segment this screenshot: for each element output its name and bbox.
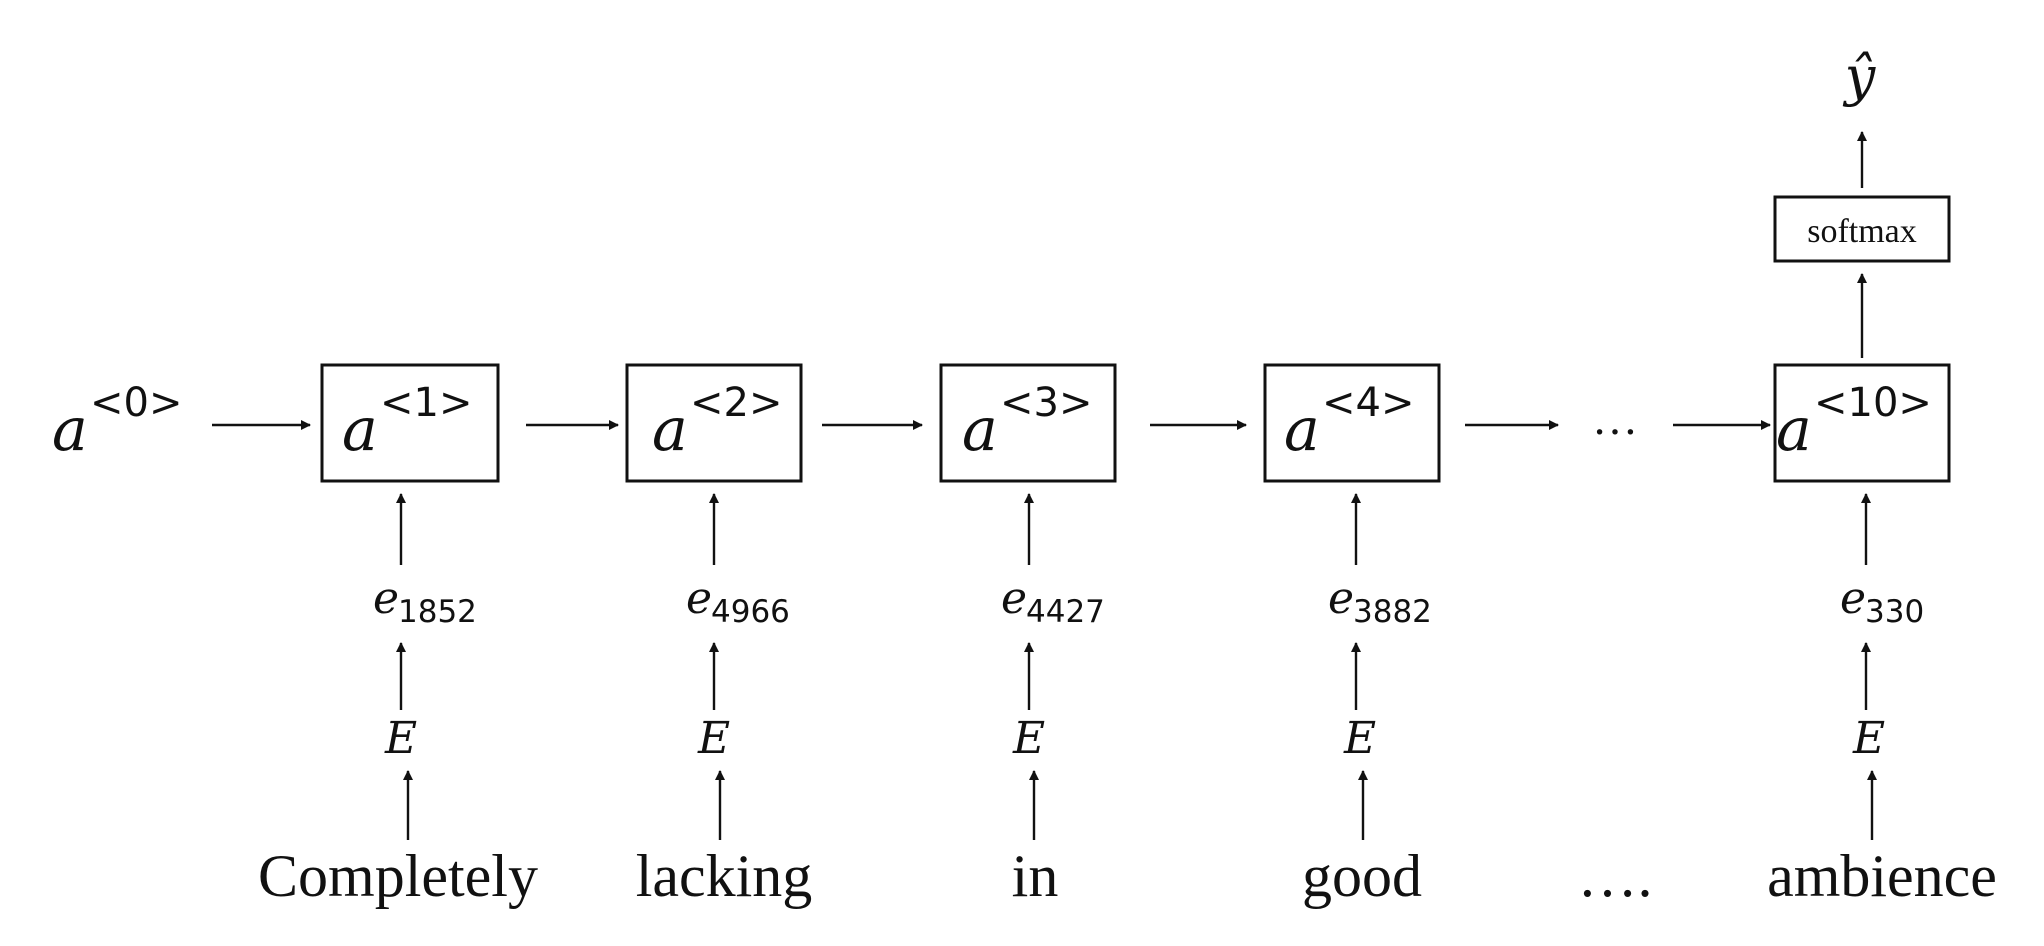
hidden-state-symbol-1: a	[342, 395, 378, 465]
embedding-subscript-10: 330	[1865, 594, 1924, 630]
hidden-state-superscript-2: <2>	[690, 380, 782, 426]
embedding-matrix-10: E	[1852, 713, 1885, 764]
input-word-10: ambience	[1767, 843, 1997, 909]
embedding-matrix-1: E	[384, 713, 417, 764]
embedding-matrix-3: E	[1012, 713, 1045, 764]
hidden-state-symbol-2: a	[652, 395, 688, 465]
embedding-symbol-4: e	[1328, 573, 1354, 624]
input-word-1: Completely	[258, 843, 538, 909]
embedding-subscript-4: 3882	[1353, 594, 1432, 630]
hidden-state-box-4	[1263, 363, 1441, 483]
embedding-symbol-1: e	[373, 573, 399, 624]
hidden-state-box-10	[1773, 363, 1951, 483]
word-ellipsis: ….	[1578, 843, 1653, 909]
embedding-matrix-4: E	[1343, 713, 1376, 764]
embedding-symbol-10: e	[1840, 573, 1866, 624]
input-word-4: good	[1302, 843, 1422, 909]
embedding-subscript-2: 4966	[711, 594, 790, 630]
output-y-hat: ŷ	[1843, 45, 1877, 108]
rnn-cell-4: a <4> e 3882 E good	[1263, 363, 1441, 909]
embedding-symbol-3: e	[1001, 573, 1027, 624]
embedding-subscript-3: 4427	[1026, 594, 1105, 630]
hidden-state-symbol-4: a	[1284, 395, 1320, 465]
embedding-matrix-2: E	[697, 713, 730, 764]
input-word-3: in	[1012, 843, 1059, 909]
softmax-box	[1773, 195, 1951, 263]
initial-state-label: a <0>	[52, 380, 182, 465]
hidden-state-box-2	[625, 363, 803, 483]
hidden-state-box-1	[320, 363, 500, 483]
softmax-label: softmax	[1807, 213, 1917, 250]
rnn-cell-1: a <1> e 1852 E Completely	[258, 363, 538, 909]
embedding-symbol-2: e	[686, 573, 712, 624]
hidden-state-superscript-3: <3>	[1000, 380, 1092, 426]
initial-state-superscript: <0>	[90, 380, 182, 426]
hidden-state-superscript-1: <1>	[380, 380, 472, 426]
initial-state-symbol: a	[52, 395, 88, 465]
hidden-state-superscript-10: <10>	[1814, 380, 1932, 426]
embedding-subscript-1: 1852	[398, 594, 477, 630]
state-ellipsis: …	[1592, 393, 1638, 444]
hidden-state-box-3	[939, 363, 1117, 483]
rnn-cell-10: a <10> e 330 E ambience	[1767, 363, 1997, 909]
hidden-state-symbol-3: a	[962, 395, 998, 465]
rnn-cell-2: a <2> e 4966 E lacking	[625, 363, 813, 909]
hidden-state-superscript-4: <4>	[1322, 380, 1414, 426]
rnn-cell-3: a <3> e 4427 E in	[939, 363, 1117, 909]
input-word-2: lacking	[636, 843, 813, 909]
hidden-state-symbol-10: a	[1776, 395, 1812, 465]
